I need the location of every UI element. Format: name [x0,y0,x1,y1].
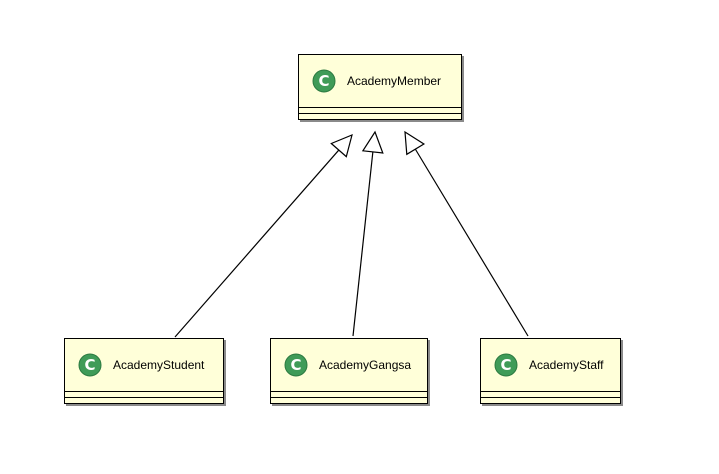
generalization-line-academy-gangsa[interactable] [352,151,374,337]
class-name-academy-staff: AcademyStaff [529,358,604,372]
attributes-separator [481,391,620,392]
generalization-arrowhead-academy-student [330,133,353,158]
class-icon: C [78,353,102,377]
class-academy-member[interactable]: C AcademyMember [298,54,462,120]
operations-separator [65,397,223,398]
class-icon: C [494,353,518,377]
generalization-line-academy-staff[interactable] [414,148,529,337]
operations-separator [271,397,427,398]
class-icon-ring [494,353,518,377]
class-academy-student[interactable]: C AcademyStudent [64,338,224,404]
generalization-line-academy-student[interactable] [174,149,340,338]
class-icon-letter: C [290,356,301,374]
class-icon-letter: C [84,356,95,374]
class-icon: C [312,69,336,93]
generalization-arrowhead-academy-gangsa [361,130,384,154]
class-icon-ring [78,353,102,377]
class-icon-letter: C [500,356,511,374]
class-name-academy-student: AcademyStudent [113,358,205,372]
operations-separator [481,397,620,398]
class-icon: C [284,353,308,377]
generalization-arrowhead-academy-staff [404,130,426,156]
operations-separator [299,113,461,114]
attributes-separator [299,107,461,108]
class-icon-ring [284,353,308,377]
class-icon-letter: C [318,72,329,90]
class-icon-ring [312,69,336,93]
class-academy-gangsa[interactable]: C AcademyGangsa [270,338,428,404]
class-academy-staff[interactable]: C AcademyStaff [480,338,621,404]
attributes-separator [271,391,427,392]
attributes-separator [65,391,223,392]
class-name-academy-member: AcademyMember [347,74,442,88]
class-name-academy-gangsa: AcademyGangsa [319,358,412,372]
